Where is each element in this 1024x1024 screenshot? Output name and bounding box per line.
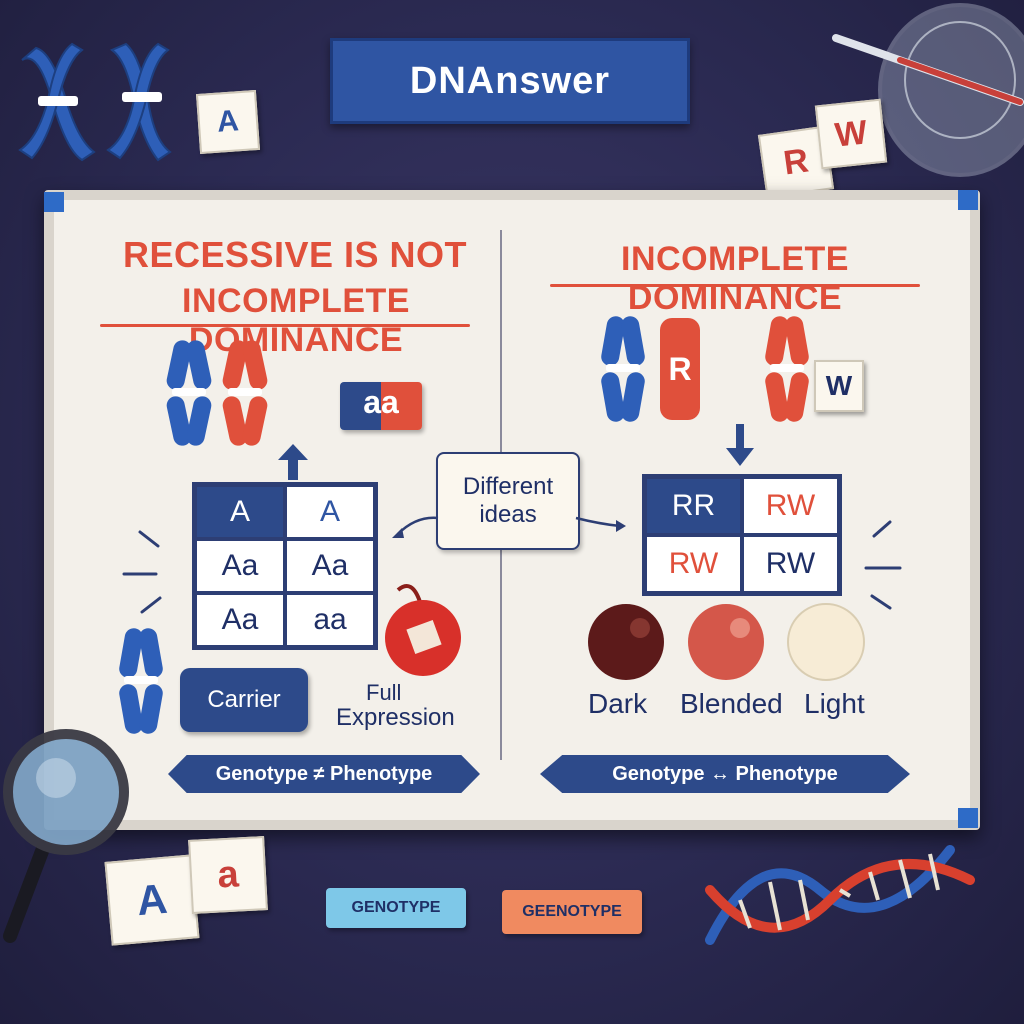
different-ideas-bubble: Different ideas: [436, 452, 580, 550]
chromosome-icon: [117, 626, 165, 738]
board-clip: [958, 190, 978, 210]
letter-tile: a: [188, 836, 268, 914]
arrow-down-icon: [726, 424, 754, 466]
punnett-cell: RR: [645, 477, 742, 535]
bubble-line2: ideas: [479, 501, 537, 528]
genotype-tag-orange: GEENOTYPE: [502, 890, 642, 934]
red-fruit-icon: [385, 584, 461, 676]
chromosome-icon: [18, 42, 172, 162]
phenotype-light: Light: [804, 688, 865, 719]
right-heading-underline: [550, 284, 920, 287]
punnett-cell: Aa: [195, 539, 285, 593]
chromosome-icon: [599, 314, 647, 426]
petri-dish-icon: [878, 3, 1024, 177]
chromosome-r: R: [660, 318, 700, 420]
tag-label: GEENOTYPE: [522, 903, 622, 920]
genotype-phenotype-ribbon-left: Genotype ≠ Phenotype: [168, 755, 480, 793]
chromosome-r-label: R: [668, 350, 692, 387]
punnett-cell: Aa: [195, 593, 285, 647]
ribbon-label: Genotype ≠ Phenotype: [215, 762, 433, 785]
board-clip: [44, 192, 64, 212]
chromosome-icon: [164, 338, 214, 450]
arrow-up-icon: [278, 444, 308, 480]
allele-badge: [340, 382, 422, 430]
dna-helix-icon: [705, 845, 975, 945]
board-clip: [958, 808, 978, 828]
emphasis-lines-icon: [864, 520, 902, 610]
letter-tile: A: [195, 89, 261, 155]
punnett-cell: Aa: [285, 539, 375, 593]
allele-badge-label: aa: [363, 384, 399, 420]
phenotype-blended: Blended: [680, 688, 783, 719]
punnett-cell: RW: [742, 535, 839, 593]
blended-fruit-icon: [688, 604, 764, 680]
left-heading-line1: RECESSIVE IS NOT: [122, 234, 468, 275]
punnett-cell: RW: [742, 477, 839, 535]
arrow-left-icon: [392, 516, 439, 538]
dark-fruit-icon: [588, 604, 664, 680]
arrow-right-icon: [575, 516, 626, 532]
carrier-label: Carrier: [207, 686, 281, 713]
full-expression-line1: Full: [366, 680, 402, 705]
phenotype-dark: Dark: [588, 688, 648, 719]
ribbon-label: Genotype ↔ Phenotype: [612, 762, 838, 785]
punnett-square-left: A A Aa Aa Aa aa: [192, 482, 378, 650]
letter-tile: W: [814, 98, 888, 170]
title-banner: DNAnswer: [330, 38, 690, 124]
punnett-square-right: RR RW RW RW: [642, 474, 842, 596]
bubble-line1: Different: [462, 473, 554, 500]
genotype-tag-blue: GENOTYPE: [326, 888, 466, 928]
punnett-cell: A: [285, 485, 375, 539]
chromosome-icon: [220, 338, 270, 450]
carrier-bubble: Carrier: [180, 668, 308, 732]
punnett-cell: aa: [285, 593, 375, 647]
pipette-icon: [832, 34, 1024, 106]
magnifying-glass-icon: [3, 729, 129, 943]
left-heading-line2: INCOMPLETE DOMINANCE: [182, 282, 410, 359]
tag-label: GENOTYPE: [351, 899, 441, 916]
light-fruit-icon: [787, 603, 865, 681]
chromosome-icon: [763, 314, 811, 426]
emphasis-lines-icon: [122, 530, 162, 614]
genotype-phenotype-ribbon-right: Genotype ↔ Phenotype: [540, 755, 910, 793]
full-expression-line2: Expression: [336, 704, 455, 731]
right-heading: INCOMPLETE DOMINANCE: [621, 240, 849, 317]
letter-tile: A: [104, 854, 200, 946]
page-title: DNAnswer: [409, 59, 611, 102]
w-allele-tile: W: [814, 360, 864, 412]
punnett-cell: RW: [645, 535, 742, 593]
punnett-cell: A: [195, 485, 285, 539]
left-heading-underline: [100, 324, 470, 327]
